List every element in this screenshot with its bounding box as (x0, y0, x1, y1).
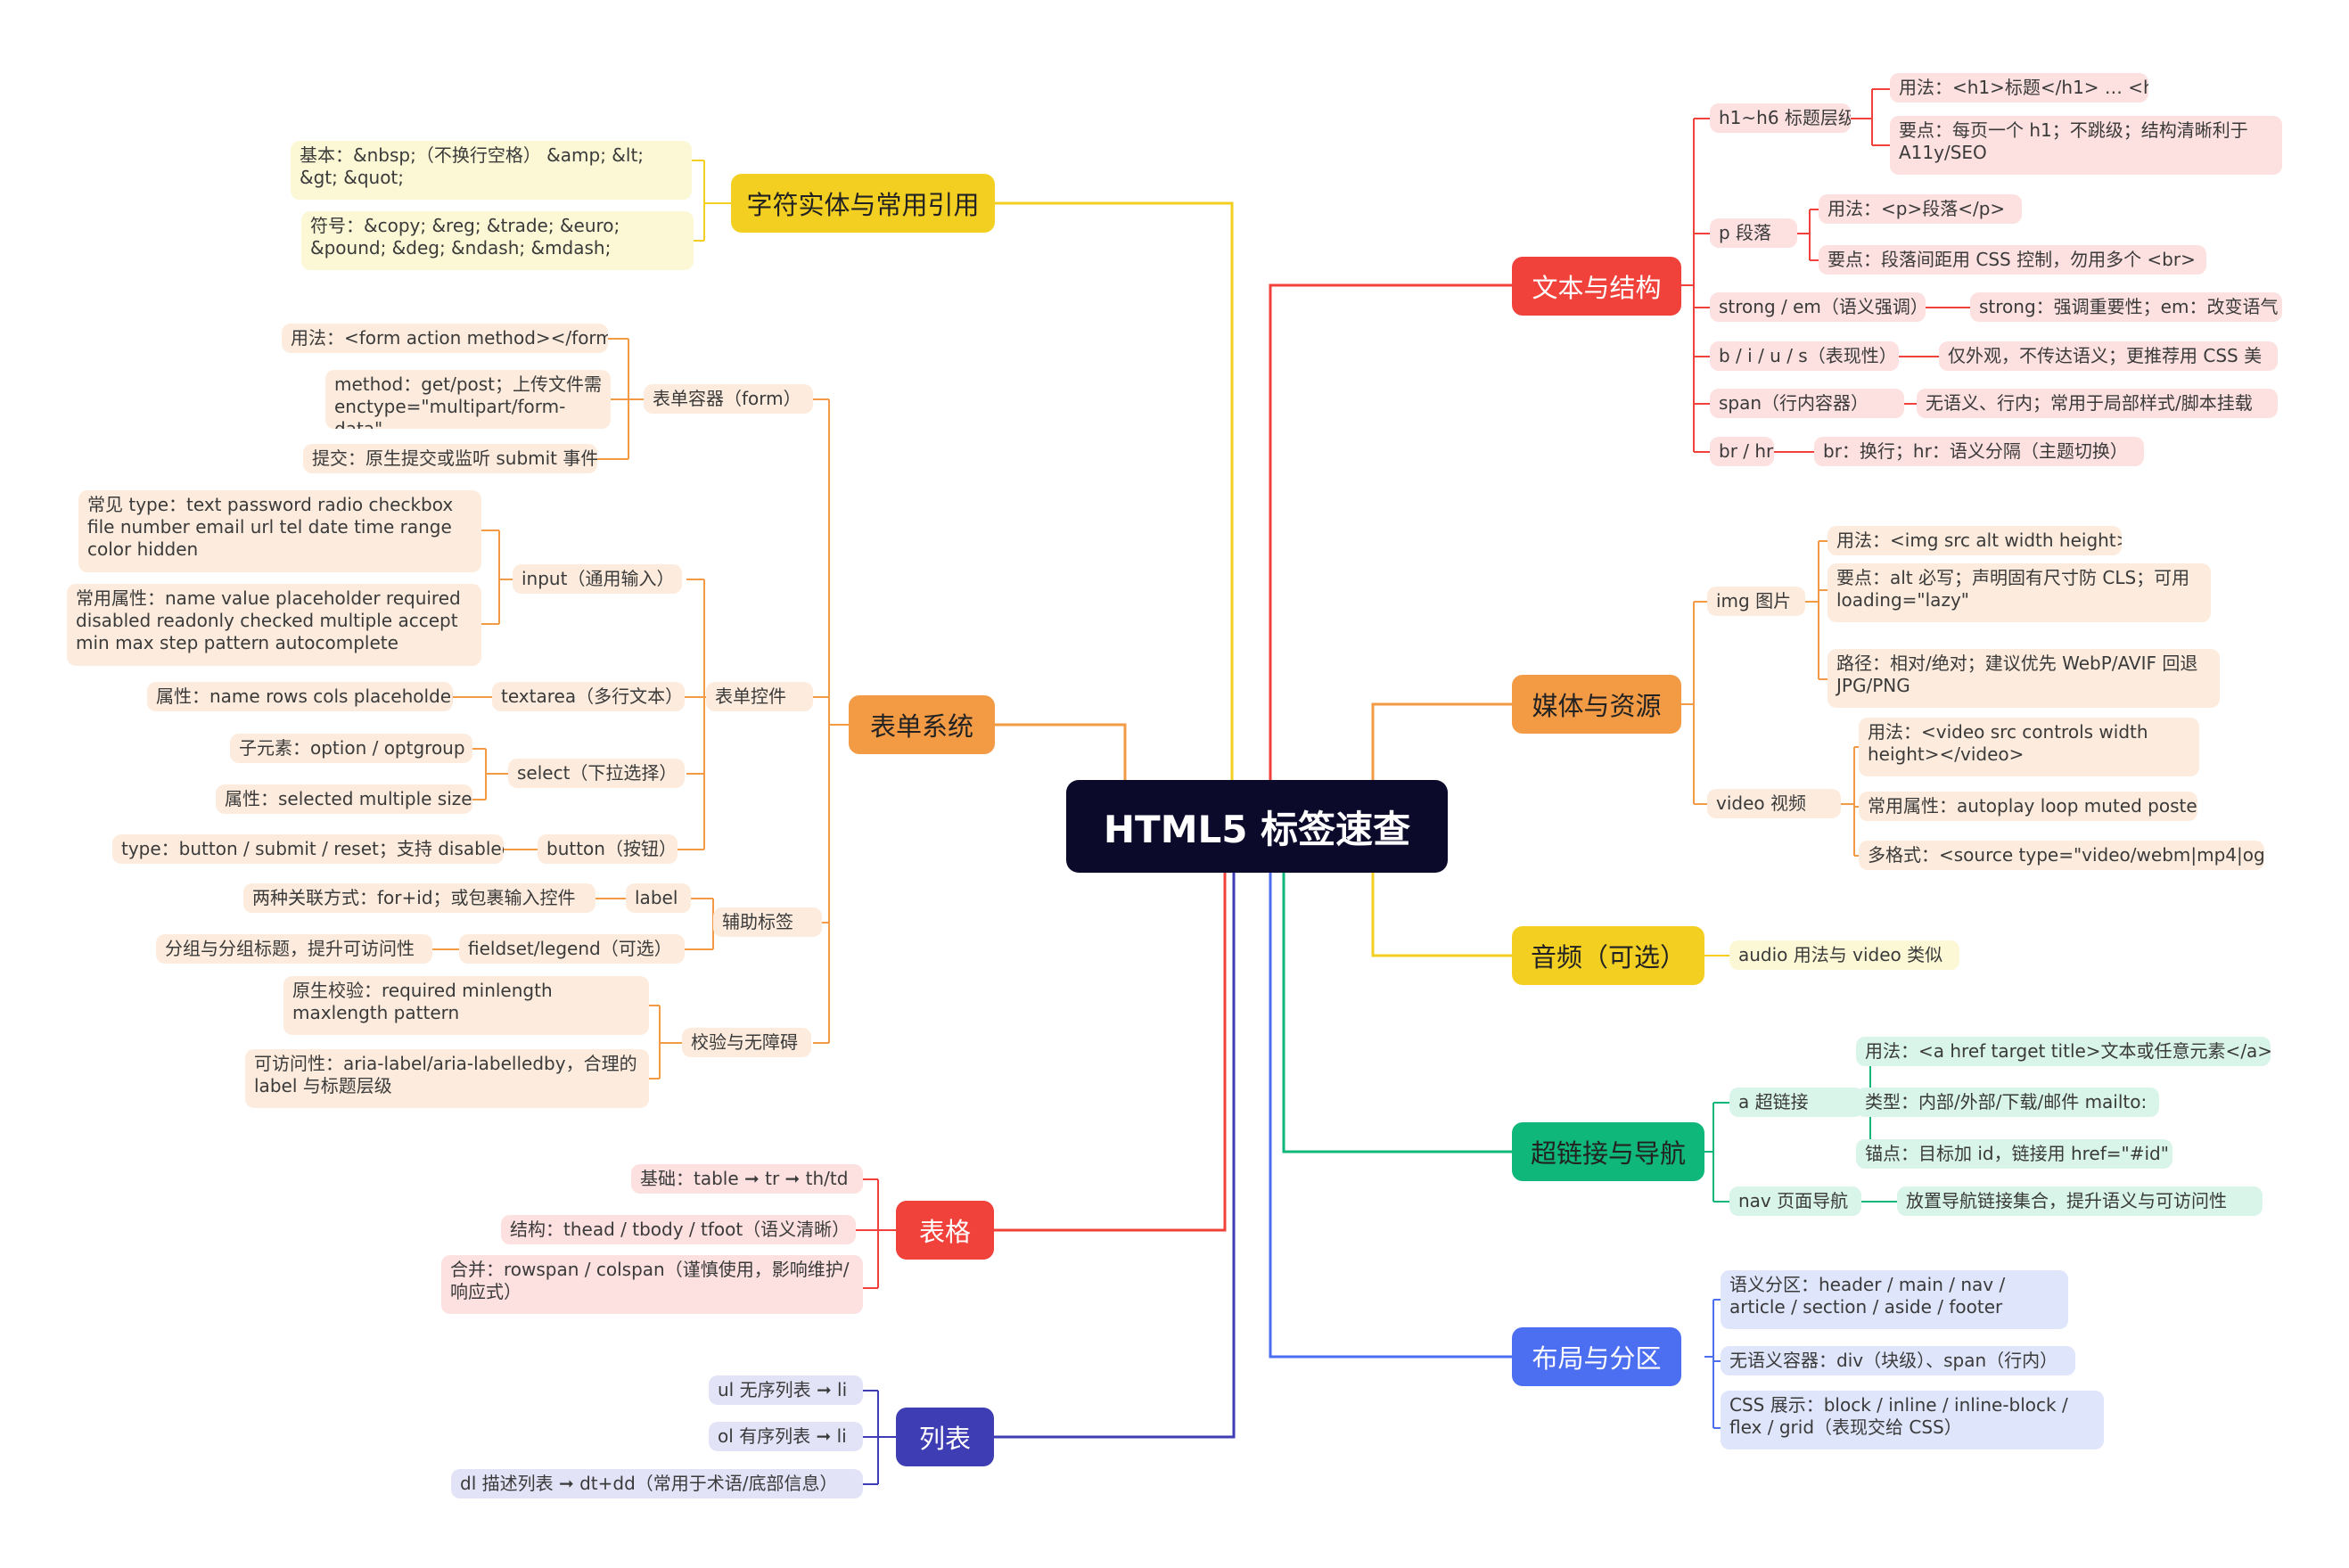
biu-desc: 仅外观，不传达语义；更推荐用 CSS 美 (1939, 341, 2278, 371)
aux-label[interactable]: label (626, 883, 691, 913)
topic-nav[interactable]: nav 页面导航 (1729, 1186, 1861, 1216)
forms-validation[interactable]: 校验与无障碍 (682, 1028, 811, 1057)
input-attrs: 常用属性：name value placeholder required dis… (67, 584, 481, 666)
br-hr-desc: br：换行；hr：语义分隔（主题切换） (1814, 437, 2144, 466)
branch-list[interactable]: 列表 (896, 1408, 994, 1466)
table-structure: 结构：thead / tbody / tfoot（语义清晰） (501, 1215, 856, 1244)
topic-span[interactable]: span（行内容器） (1710, 389, 1904, 418)
topic-paragraph[interactable]: p 段落 (1710, 218, 1797, 248)
table-basic: 基础：table ➞ tr ➞ th/td (631, 1164, 863, 1194)
validation-native: 原生校验：required minlength maxlength patter… (283, 976, 649, 1035)
video-formats: 多格式：<source type="video/webm|mp4|ogg"> (1859, 841, 2264, 870)
control-select[interactable]: select（下拉选择） (508, 759, 685, 788)
video-usage: 用法：<video src controls width height></vi… (1859, 718, 2199, 776)
branch-table[interactable]: 表格 (896, 1201, 994, 1260)
branch-forms[interactable]: 表单系统 (849, 695, 995, 754)
label-desc: 两种关联方式：for+id；或包裹输入控件 (243, 883, 595, 913)
layout-generic: 无语义容器：div（块级）、span（行内） (1721, 1346, 2075, 1375)
audio-desc: audio 用法与 video 类似 (1729, 940, 1959, 970)
nav-desc: 放置导航链接集合，提升语义与可访问性 (1897, 1186, 2263, 1216)
select-children: 子元素：option / optgroup (230, 734, 472, 763)
layout-semantic: 语义分区：header / main / nav / article / sec… (1721, 1270, 2068, 1329)
img-notes: 要点：alt 必写；声明固有尺寸防 CLS；可用 loading="lazy" (1827, 563, 2211, 622)
forms-controls[interactable]: 表单控件 (706, 682, 813, 711)
branch-layout[interactable]: 布局与分区 (1512, 1327, 1681, 1386)
anchor-hash: 锚点：目标加 id，链接用 href="#id" (1856, 1139, 2172, 1169)
paragraph-usage: 用法：<p>段落</p> (1819, 194, 2022, 224)
control-input[interactable]: input（通用输入） (513, 564, 682, 594)
input-types: 常见 type：text password radio checkbox fil… (78, 490, 481, 572)
topic-img[interactable]: img 图片 (1707, 587, 1805, 616)
form-method: method：get/post；上传文件需 enctype="multipart… (325, 370, 611, 429)
table-merge: 合并：rowspan / colspan（谨慎使用，影响维护/响应式） (441, 1255, 863, 1314)
list-ul: ul 无序列表 ➞ li (709, 1375, 863, 1405)
control-button[interactable]: button（按钮） (538, 834, 678, 864)
branch-media[interactable]: 媒体与资源 (1512, 675, 1681, 734)
headings-notes: 要点：每页一个 h1；不跳级；结构清晰利于 A11y/SEO (1890, 116, 2282, 175)
img-usage: 用法：<img src alt width height> (1827, 526, 2122, 555)
strong-em-desc: strong：强调重要性；em：改变语气 (1970, 292, 2282, 322)
topic-headings[interactable]: h1~h6 标题层级 (1710, 103, 1851, 133)
branch-audio[interactable]: 音频（可选） (1512, 926, 1704, 985)
branch-links[interactable]: 超链接与导航 (1512, 1122, 1704, 1181)
branch-entities[interactable]: 字符实体与常用引用 (731, 174, 995, 233)
span-desc: 无语义、行内；常用于局部样式/脚本挂载 (1917, 389, 2278, 418)
textarea-attrs: 属性：name rows cols placeholder (147, 682, 453, 711)
anchor-types: 类型：内部/外部/下载/邮件 mailto: (1856, 1088, 2159, 1117)
control-textarea[interactable]: textarea（多行文本） (492, 682, 685, 711)
video-attrs: 常用属性：autoplay loop muted poster (1859, 792, 2197, 821)
form-submit: 提交：原生提交或监听 submit 事件 (303, 444, 597, 473)
entities-symbols: 符号：&copy; &reg; &trade; &euro; &pound; &… (301, 211, 694, 270)
topic-strong-em[interactable]: strong / em（语义强调） (1710, 292, 1926, 322)
anchor-usage: 用法：<a href target title>文本或任意元素</a> (1856, 1037, 2271, 1066)
img-path: 路径：相对/绝对；建议优先 WebP/AVIF 回退 JPG/PNG (1827, 649, 2220, 708)
button-type: type：button / submit / reset；支持 disabled (112, 834, 504, 864)
select-attrs: 属性：selected multiple size (216, 784, 472, 814)
paragraph-notes: 要点：段落间距用 CSS 控制，勿用多个 <br> (1819, 245, 2206, 275)
fieldset-desc: 分组与分组标题，提升可访问性 (156, 934, 432, 964)
layout-display: CSS 展示：block / inline / inline-block / f… (1721, 1391, 2104, 1449)
forms-aux[interactable]: 辅助标签 (713, 907, 822, 937)
root-node[interactable]: HTML5 标签速查 (1066, 780, 1448, 873)
entities-basic: 基本：&nbsp;（不换行空格） &amp; &lt; &gt; &quot; (291, 141, 692, 200)
topic-video[interactable]: video 视频 (1707, 789, 1841, 818)
forms-container[interactable]: 表单容器（form） (644, 384, 813, 414)
topic-anchor[interactable]: a 超链接 (1729, 1088, 1863, 1117)
list-ol: ol 有序列表 ➞ li (709, 1422, 863, 1451)
list-dl: dl 描述列表 ➞ dt+dd（常用于术语/底部信息） (451, 1469, 863, 1498)
form-usage: 用法：<form action method></form> (282, 324, 608, 353)
branch-text-structure[interactable]: 文本与结构 (1512, 257, 1681, 316)
headings-usage: 用法：<h1>标题</h1> … <h6> (1890, 73, 2148, 103)
topic-biu[interactable]: b / i / u / s（表现性） (1710, 341, 1899, 371)
aux-fieldset[interactable]: fieldset/legend（可选） (459, 934, 685, 964)
topic-br-hr[interactable]: br / hr (1710, 437, 1774, 466)
validation-a11y: 可访问性：aria-label/aria-labelledby，合理的 labe… (245, 1049, 649, 1108)
